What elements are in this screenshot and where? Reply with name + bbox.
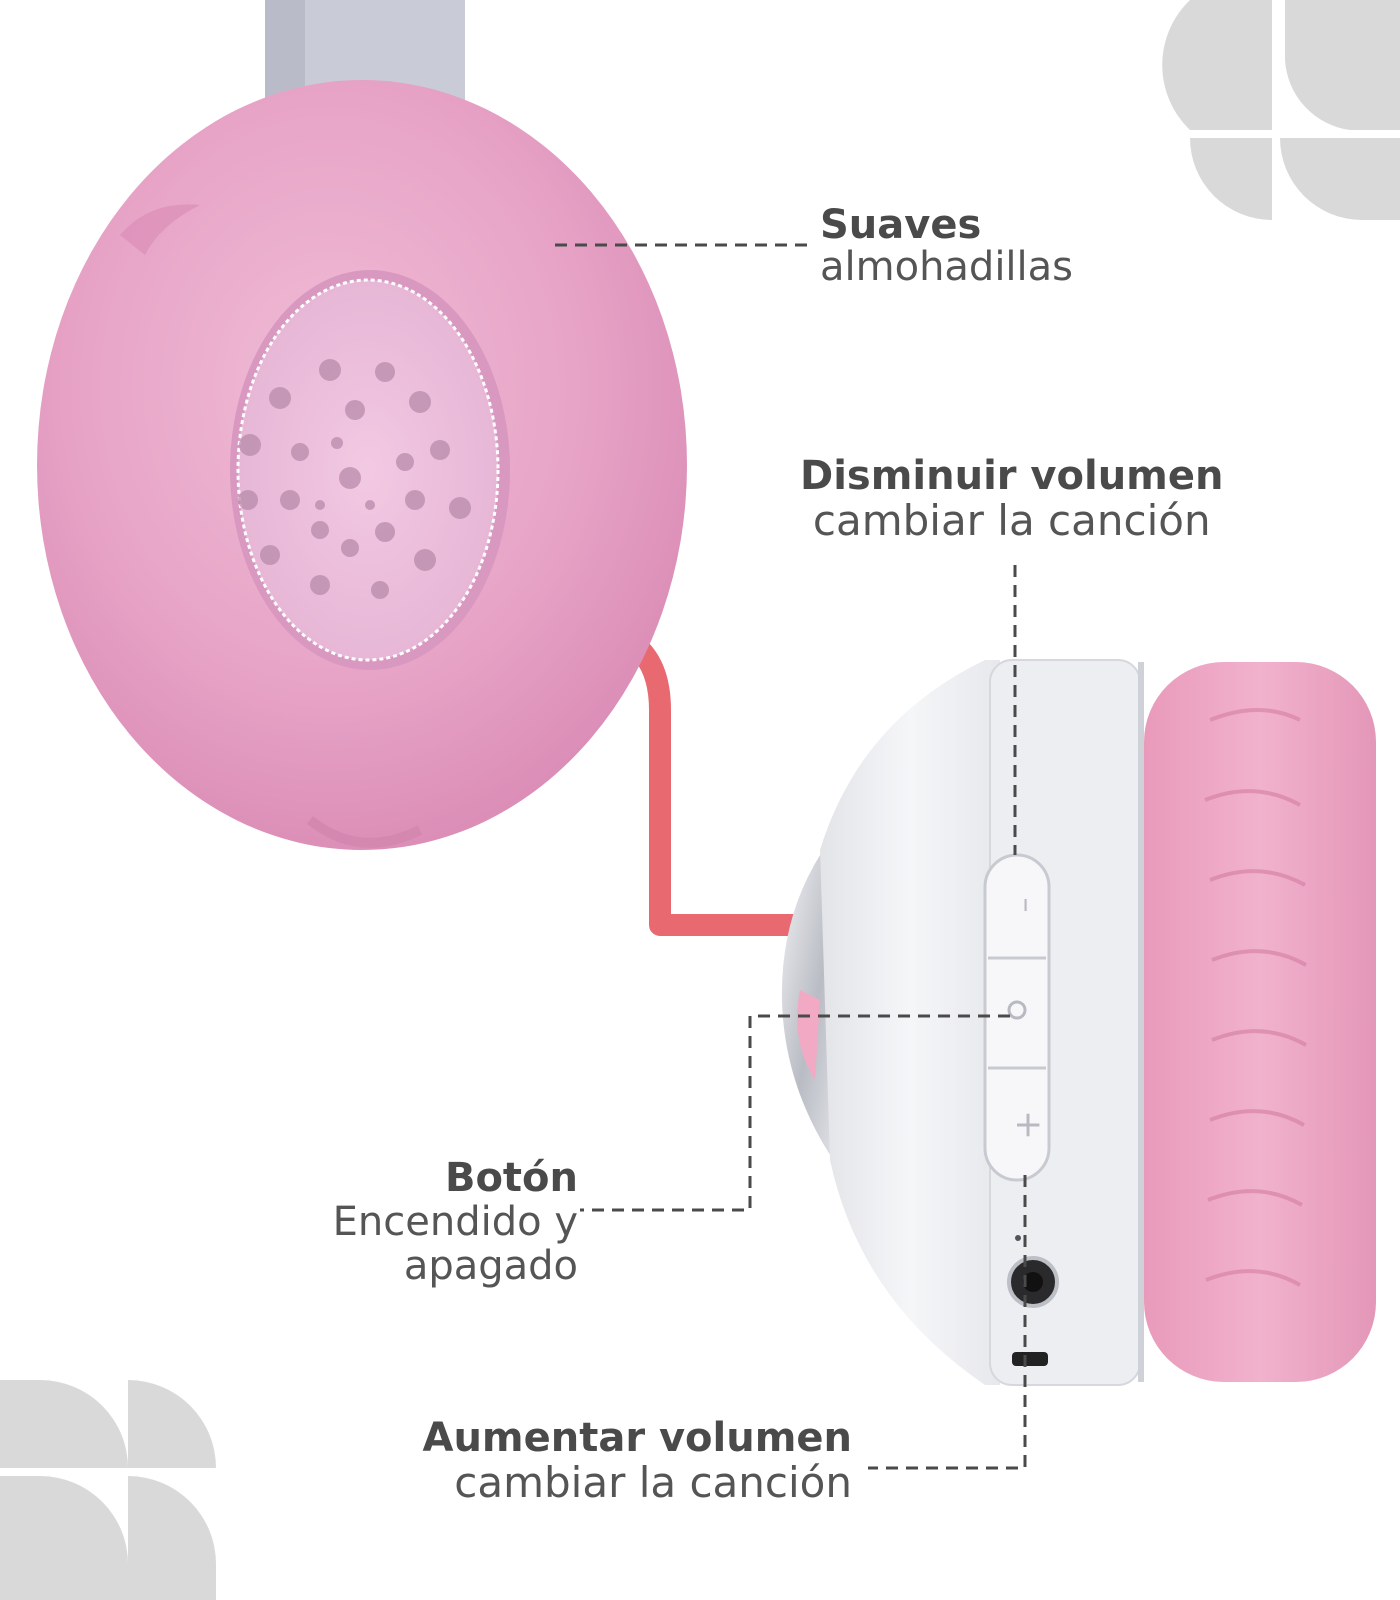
earcup-housing bbox=[820, 660, 1000, 1385]
connector-line bbox=[621, 630, 800, 936]
callout-pads-title: Suaves bbox=[820, 202, 982, 248]
minus-icon: – bbox=[1009, 898, 1044, 913]
decor-shape bbox=[0, 1476, 128, 1600]
callout-volume-down-title: Disminuir volumen bbox=[800, 453, 1224, 499]
volume-up-button[interactable]: + bbox=[1008, 1110, 1049, 1140]
callout-pads-subtitle: almohadillas bbox=[820, 244, 1074, 290]
callout-power-title: Botón bbox=[444, 1155, 578, 1201]
pad-wrinkles bbox=[1204, 708, 1307, 1287]
volume-down-button[interactable]: – bbox=[1009, 898, 1044, 913]
leader-power bbox=[580, 1014, 1010, 1212]
decor-bottom-left bbox=[0, 1380, 216, 1600]
power-button[interactable] bbox=[1007, 1000, 1027, 1020]
callout-volume-up-subtitle: cambiar la canción bbox=[454, 1458, 852, 1507]
ear-pad-front bbox=[37, 80, 687, 850]
earcup-side: – + bbox=[781, 659, 1376, 1386]
callout-volume-up-title: Aumentar volumen bbox=[422, 1415, 852, 1461]
decor-top-right bbox=[1162, 0, 1400, 220]
mesh-holes bbox=[238, 359, 471, 599]
decor-shape bbox=[1280, 138, 1400, 220]
speaker-mesh bbox=[236, 278, 500, 662]
decor-shape bbox=[1190, 138, 1272, 220]
audio-jack-hole bbox=[1023, 1272, 1043, 1292]
mic-hole bbox=[1015, 1235, 1021, 1241]
callout-power-subtitle-line1: Encendido y bbox=[332, 1199, 578, 1245]
callout-power: Botón Encendido y apagado bbox=[333, 1158, 578, 1286]
plus-icon: + bbox=[1008, 1110, 1049, 1140]
power-icon bbox=[1007, 1000, 1027, 1020]
pad-fold bbox=[120, 204, 200, 255]
decor-shape bbox=[1285, 0, 1400, 130]
callout-volume-down: Disminuir volumen cambiar la canción bbox=[800, 456, 1223, 542]
leader-lines bbox=[555, 243, 1027, 1470]
decor-shape bbox=[1162, 0, 1272, 130]
decor-shape bbox=[0, 1380, 128, 1468]
decor-shape bbox=[128, 1380, 216, 1468]
pad-fold bbox=[306, 816, 423, 848]
side-ear-pad bbox=[1144, 662, 1376, 1382]
decor-shape bbox=[128, 1476, 216, 1600]
callout-volume-down-subtitle: cambiar la canción bbox=[812, 496, 1211, 545]
usb-port bbox=[1012, 1352, 1048, 1366]
callout-pads: Suaves almohadillas bbox=[820, 205, 1073, 287]
callout-volume-up: Aumentar volumen cambiar la canción bbox=[422, 1418, 852, 1504]
earcup-seam bbox=[1138, 662, 1144, 1382]
callout-power-subtitle-line2: apagado bbox=[403, 1243, 578, 1289]
cat-ear-accent bbox=[797, 990, 820, 1080]
